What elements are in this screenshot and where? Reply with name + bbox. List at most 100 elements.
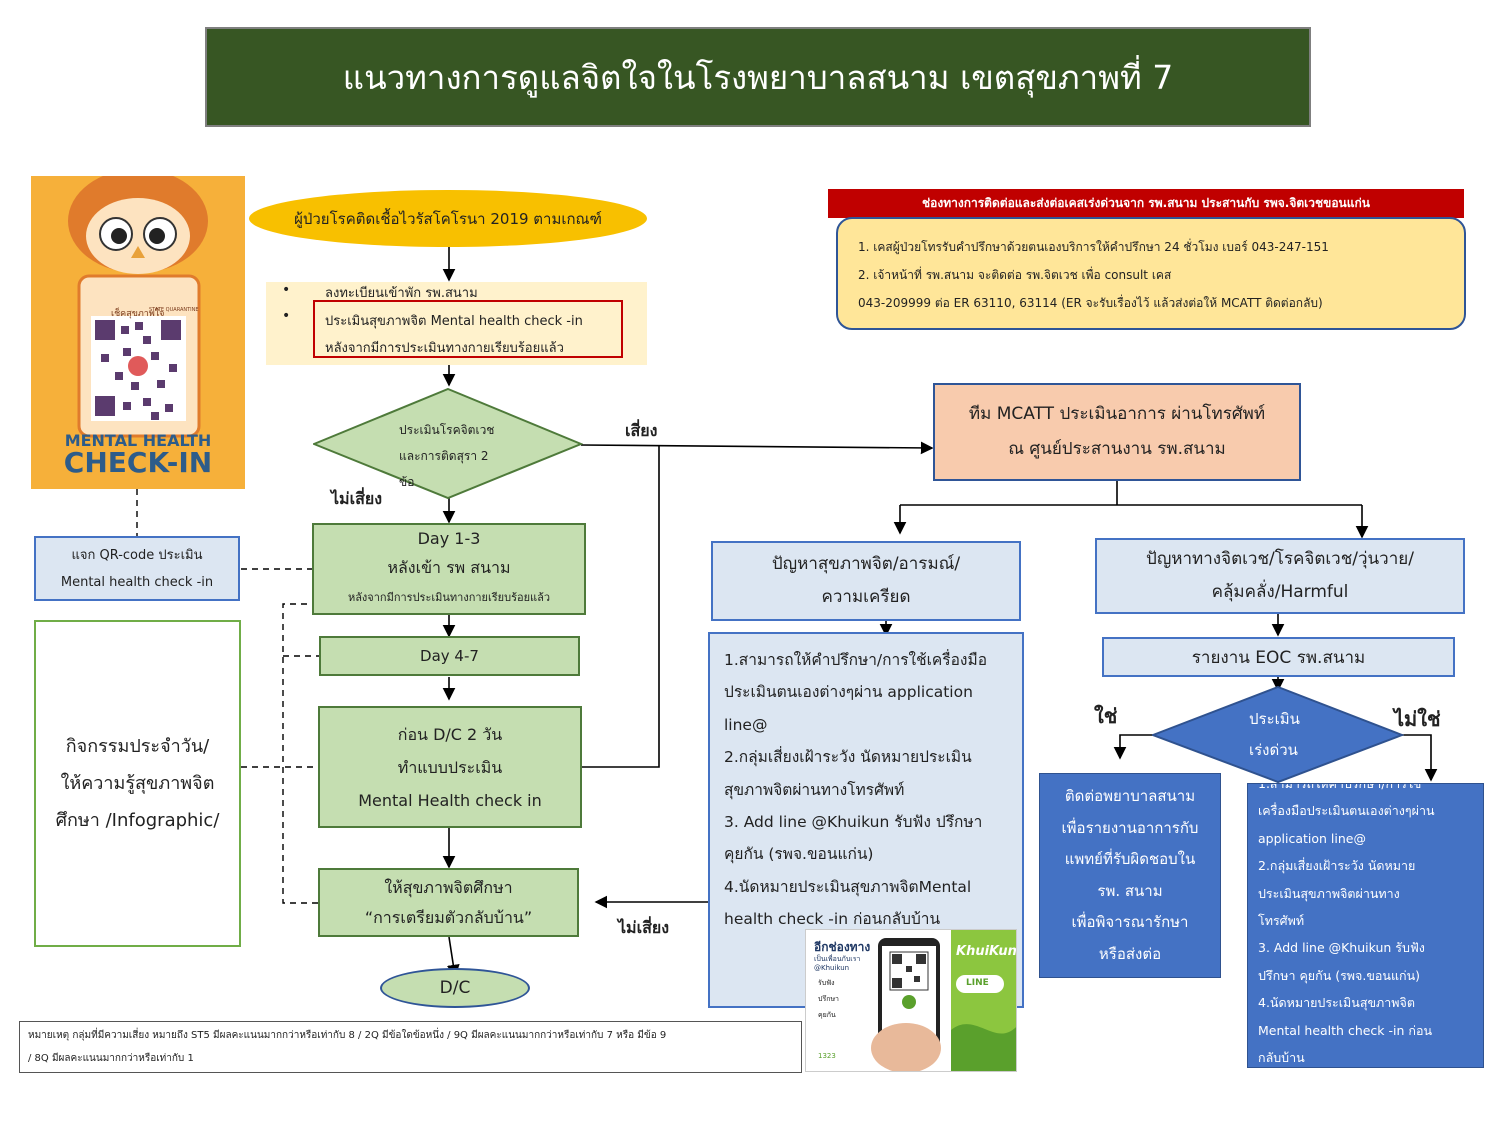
- qr-box-line1: แจก QR-code ประเมิน: [71, 547, 203, 563]
- mental-problem-line2: ความเครียด: [821, 587, 911, 607]
- before-discharge-box: ก่อน D/C 2 วัน ทำแบบประเมิน Mental Healt…: [318, 706, 582, 828]
- activity-line2: ให้ความรู้สุขภาพจิต: [60, 773, 215, 794]
- ad-item: คุยกัน: [818, 1011, 836, 1019]
- contact-box: 1. เคสผู้ป่วยโทรรับคำปรึกษาด้วยตนเองบริก…: [836, 217, 1466, 330]
- line-ad-artwork-icon: [871, 930, 1016, 1071]
- education-line1: ให้สุขภาพจิตศึกษา: [384, 877, 513, 897]
- khuikun-line-ad: อีกช่องทาง เป็นเพื่อนกับเรา @Khuikun รับ…: [805, 929, 1017, 1072]
- mental-action-line: ประเมินตนเองต่างๆผ่าน application: [724, 683, 973, 702]
- mental-problem-box: ปัญหาสุขภาพจิต/อารมณ์/ ความเครียด: [711, 541, 1021, 621]
- day-4-7-box: Day 4-7: [319, 636, 580, 676]
- decision1-line1: ประเมินโรคจิตเวช: [399, 423, 495, 437]
- note-line2: / 8Q มีผลคะแนนมากกว่าหรือเท่ากับ 1: [28, 1053, 194, 1064]
- ad-line: LINE: [966, 978, 989, 988]
- registration-steps: • ลงทะเบียนเข้าพัก รพ.สนาม • ประเมินสุขภ…: [266, 282, 647, 365]
- contact-header: ช่องทางการติดต่อและส่งต่อเคสเร่งด่วนจาก …: [828, 189, 1464, 218]
- mental-action-line: health check -in ก่อนกลับบ้าน: [724, 910, 941, 929]
- bullet-icon: •: [282, 308, 291, 324]
- yes-label: ใช่: [1094, 704, 1118, 728]
- activity-line1: กิจกรรมประจำวัน/: [65, 736, 210, 757]
- mental-action-line: คุยกัน (รพจ.ขอนแก่น): [724, 845, 874, 864]
- day47-label: Day 4-7: [420, 647, 479, 665]
- mental-health-checkin-poster: เช็คสุขภาพใจ STATE QUARANTINE MENTAL HEA…: [31, 176, 245, 489]
- mental-action-line: 4.นัดหมายประเมินสุขภาพจิตMental: [724, 877, 972, 896]
- mcatt-line2: ณ ศูนย์ประสานงาน รพ.สนาม: [1008, 439, 1226, 459]
- assess-line2: หลังจากมีการประเมินทางกายเรียบร้อยแล้ว: [325, 341, 564, 356]
- poster-line2: CHECK-IN: [63, 446, 213, 479]
- psych-problem-line1: ปัญหาทางจิตเวช/โรคจิตเวช/วุ่นวาย/: [1146, 549, 1414, 569]
- risk-label: เสี่ยง: [625, 421, 658, 440]
- mcatt-box: ทีม MCATT ประเมินอาการ ผ่านโทรศัพท์ ณ ศู…: [933, 383, 1301, 481]
- ad-brand: KhuiKun: [956, 944, 1017, 959]
- no-box-line: Mental health check -in ก่อน: [1258, 1022, 1433, 1038]
- contact-line1: 1. เคสผู้ป่วยโทรรับคำปรึกษาด้วยตนเองบริก…: [858, 240, 1329, 254]
- patient-label: ผู้ป่วยโรคติดเชื้อไวรัสโคโรนา 2019 ตามเก…: [294, 209, 602, 228]
- before-dc-line2: ทำแบบประเมิน: [397, 757, 503, 777]
- note-line1: หมายเหตุ กลุ่มที่มีความเสี่ยง หมายถึง ST…: [28, 1030, 667, 1041]
- psychiatric-problem-box: ปัญหาทางจิตเวช/โรคจิตเวช/วุ่นวาย/ คลุ้มค…: [1095, 538, 1465, 614]
- no-box-line: 3. Add line @Khuikun รับฟัง: [1258, 940, 1425, 956]
- contact-line3: 043-209999 ต่อ ER 63110, 63114 (ER จะรับ…: [858, 296, 1323, 310]
- no-box-line: 1.สามารถให้คำปรึกษา/การใช้: [1258, 783, 1422, 791]
- day-1-3-box: Day 1-3 หลังเข้า รพ สนาม หลังจากมีการประ…: [312, 523, 586, 615]
- ad-handle: @Khuikun: [814, 964, 850, 972]
- ad-hotline: 1323: [818, 1052, 836, 1060]
- ad-headline1: อีกช่องทาง: [814, 940, 871, 954]
- no-box-line: ปรึกษา คุยกัน (รพจ.ขอนแก่น): [1258, 967, 1420, 983]
- no-box-line: เครื่องมือประเมินตนเองต่างๆผ่าน: [1258, 803, 1435, 819]
- education-line2: “การเตรียมตัวกลับบ้าน”: [364, 907, 533, 927]
- poster-line1: MENTAL HEALTH: [64, 431, 212, 450]
- contact-line2: 2. เจ้าหน้าที่ รพ.สนาม จะติดต่อ รพ.จิตเว…: [858, 268, 1172, 282]
- footnote-box: หมายเหตุ กลุ่มที่มีความเสี่ยง หมายถึง ST…: [19, 1021, 802, 1073]
- no-box-line: 2.กลุ่มเสี่ยงเฝ้าระวัง นัดหมาย: [1258, 858, 1416, 874]
- yes-box-line: เพื่อรายงานอาการกับ: [1061, 818, 1199, 837]
- day13-line2: หลังเข้า รพ สนาม: [387, 558, 511, 577]
- assessment-highlight: ประเมินสุขภาพจิต Mental health check -in…: [313, 300, 623, 358]
- decision1-line2: และการติดสุรา 2: [399, 449, 489, 463]
- bullet-icon: •: [282, 282, 291, 298]
- decision-diamond-1: [313, 388, 583, 500]
- before-dc-line3: Mental Health check in: [358, 790, 542, 810]
- dc-label: D/C: [439, 978, 471, 998]
- psych-problem-line2: คลุ้มคลั่ง/Harmful: [1211, 582, 1349, 602]
- ad-headline2: เป็นเพื่อนกับเรา: [814, 955, 861, 963]
- contact-header-text: ช่องทางการติดต่อและส่งต่อเคสเร่งด่วนจาก …: [922, 196, 1370, 210]
- no-box-line: ประเมินสุขภาพจิตผ่านทาง: [1258, 885, 1400, 901]
- patient-oval: ผู้ป่วยโรคติดเชื้อไวรัสโคโรนา 2019 ตามเก…: [249, 190, 647, 247]
- daily-activity-box: กิจกรรมประจำวัน/ ให้ความรู้สุขภาพจิต ศึก…: [34, 620, 241, 947]
- poster-label-en: STATE QUARANTINE: [149, 307, 199, 313]
- mental-action-line: 1.สามารถให้คำปรึกษา/การใช้เครื่องมือ: [724, 651, 988, 669]
- no-box-line: application line@: [1258, 830, 1366, 846]
- yes-box-line: ติดต่อพยาบาลสนาม: [1064, 787, 1196, 805]
- mental-action-line: 2.กลุ่มเสี่ยงเฝ้าระวัง นัดหมายประเมิน: [724, 748, 972, 767]
- owl-mascot-icon: [68, 176, 208, 438]
- contact-field-nurse-box: ติดต่อพยาบาลสนาม เพื่อรายงานอาการกับ แพท…: [1039, 773, 1221, 978]
- mcatt-line1: ทีม MCATT ประเมินอาการ ผ่านโทรศัพท์: [968, 404, 1266, 424]
- decision1-line3: ข้อ: [399, 475, 415, 489]
- no-risk-label-2: ไม่เสี่ยง: [618, 918, 670, 937]
- ad-item: ปรึกษา: [818, 995, 839, 1003]
- qr-box-line2: Mental health check -in: [60, 574, 214, 590]
- assess-line1: ประเมินสุขภาพจิต Mental health check -in: [325, 314, 583, 329]
- poster-label-th: เช็คสุขภาพใจ: [111, 309, 165, 319]
- page-title: แนวทางการดูแลจิตใจในโรงพยาบาลสนาม เขตสุข…: [205, 27, 1311, 127]
- yes-box-line: แพทย์ที่รับผิดชอบใน: [1064, 850, 1196, 868]
- decision2-line2: เร่งด่วน: [1249, 741, 1298, 759]
- day13-line1: Day 1-3: [417, 529, 481, 548]
- mental-problem-line1: ปัญหาสุขภาพจิต/อารมณ์/: [771, 554, 961, 574]
- mental-action-line: สุขภาพจิตผ่านทางโทรศัพท์: [724, 780, 905, 799]
- eoc-box: รายงาน EOC รพ.สนาม: [1102, 637, 1455, 677]
- education-box: ให้สุขภาพจิตศึกษา “การเตรียมตัวกลับบ้าน”: [318, 868, 579, 937]
- qr-code-box: แจก QR-code ประเมิน Mental health check …: [34, 536, 240, 601]
- day13-line3: หลังจากมีการประเมินทางกายเรียบร้อยแล้ว: [347, 591, 551, 604]
- eoc-label: รายงาน EOC รพ.สนาม: [1191, 647, 1366, 668]
- decision-diamond-2: [1152, 686, 1404, 784]
- yes-box-line: รพ. สนาม: [1097, 881, 1163, 900]
- register-step: ลงทะเบียนเข้าพัก รพ.สนาม: [325, 286, 478, 301]
- before-dc-line1: ก่อน D/C 2 วัน: [397, 724, 503, 744]
- yes-box-line: เพื่อพิจารณารักษา: [1071, 913, 1189, 931]
- decision2-line1: ประเมิน: [1249, 710, 1300, 728]
- discharge-oval: D/C: [380, 968, 530, 1008]
- no-box-line: กลับบ้าน: [1258, 1050, 1305, 1066]
